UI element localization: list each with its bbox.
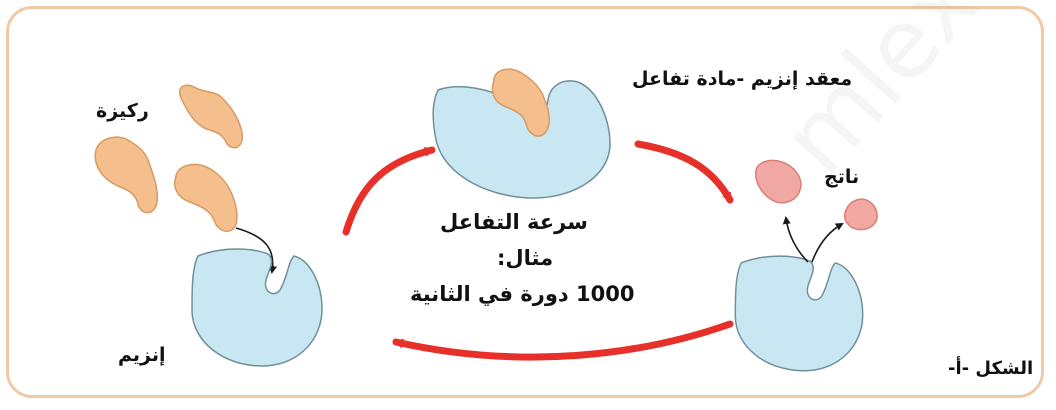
figure-caption: الشكل -أ- — [948, 358, 1034, 379]
curved-arrow-icon-right — [634, 140, 734, 204]
product-label: ناتج — [824, 166, 860, 188]
enzyme-substrate-complex — [432, 68, 611, 199]
rate-value: 1000 دورة في الثانية — [410, 282, 635, 306]
binding-arrow — [235, 227, 277, 274]
curved-arrow-icon-bottom — [392, 320, 734, 361]
release-arrow-left — [782, 216, 809, 263]
release-arrow-right — [811, 223, 844, 263]
rate-title: سرعة التفاعل — [440, 210, 588, 234]
substrate-piece-left — [94, 136, 159, 214]
enzyme-shape-icon — [191, 248, 323, 367]
curved-arrow-icon — [342, 146, 436, 236]
substrate-piece-middle — [174, 163, 238, 232]
substrate-piece-top — [179, 84, 243, 149]
product-fragment-icon — [754, 159, 802, 204]
enzyme-label: إنزيم — [118, 344, 166, 366]
released-enzyme-icon — [734, 255, 864, 372]
product-fragment-small-icon — [843, 198, 878, 231]
rate-example: مثال: — [497, 246, 554, 270]
substrate-label: ركيزة — [96, 100, 149, 122]
bound-substrate-icon — [491, 68, 550, 137]
complex-label: معقد إنزيم -مادة تفاعل — [632, 68, 853, 90]
